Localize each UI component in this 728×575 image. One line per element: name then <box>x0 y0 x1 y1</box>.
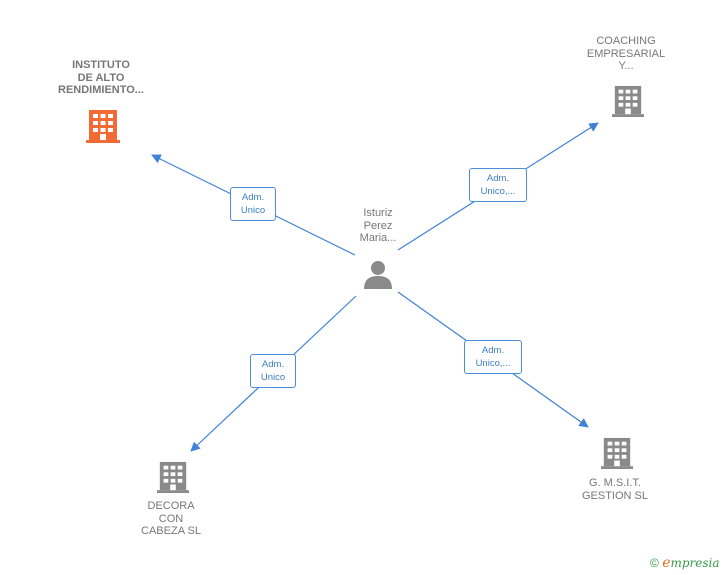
relation-1-line-1: Adm. <box>486 173 510 184</box>
center-person-label[interactable]: Isturiz Perez Maria... <box>338 207 418 245</box>
company-2-line-2: CON <box>158 512 184 525</box>
company-2-line-3: CABEZA SL <box>141 525 201 537</box>
relation-label-gmsit[interactable]: Adm. Unico,... <box>464 340 522 374</box>
center-label-line-3: Maria... <box>359 232 397 244</box>
company-0-line-1: INSTITUTO <box>72 59 130 71</box>
company-label-gmsit[interactable]: G. M.S.I.T. GESTION SL <box>555 477 675 502</box>
relation-2-line-2: Unico <box>260 372 286 383</box>
brand-name: mpresia <box>670 556 720 570</box>
building-icon[interactable] <box>86 108 120 144</box>
relation-label-coaching[interactable]: Adm. Unico,... <box>469 168 527 202</box>
company-label-instituto[interactable]: INSTITUTO DE ALTO RENDIMIENTO... <box>41 59 161 97</box>
company-1-line-2: EMPRESARIAL <box>586 47 666 60</box>
building-icon[interactable] <box>612 84 644 118</box>
relation-1-line-2: Unico,... <box>480 186 516 197</box>
company-label-coaching[interactable]: COACHING EMPRESARIAL Y... <box>566 35 686 73</box>
relation-label-decora[interactable]: Adm. Unico <box>250 354 296 388</box>
company-0-line-3: RENDIMIENTO... <box>58 84 144 96</box>
relation-0-line-1: Adm. <box>241 192 265 203</box>
person-icon[interactable] <box>362 258 394 290</box>
relation-3-line-1: Adm. <box>481 345 505 356</box>
center-label-line-2: Perez <box>363 219 393 232</box>
center-label-line-1: Isturiz <box>363 207 393 219</box>
company-3-line-2: GESTION SL <box>581 489 649 502</box>
relation-0-line-2: Unico <box>240 205 266 216</box>
relation-label-instituto[interactable]: Adm. Unico <box>230 187 276 221</box>
company-1-line-3: Y... <box>618 60 634 72</box>
company-2-line-1: DECORA <box>147 500 195 512</box>
brand-footer[interactable]: © empresia <box>650 555 720 571</box>
relation-3-line-2: Unico,... <box>475 358 511 369</box>
relation-2-line-1: Adm. <box>261 359 285 370</box>
company-0-line-2: DE ALTO <box>77 71 125 84</box>
company-1-line-1: COACHING <box>596 35 656 47</box>
building-icon[interactable] <box>601 436 633 470</box>
brand-initial: e <box>662 555 671 571</box>
company-3-line-1: G. M.S.I.T. <box>589 477 641 489</box>
copyright-icon: © <box>650 556 659 570</box>
company-label-decora[interactable]: DECORA CON CABEZA SL <box>111 500 231 538</box>
building-icon[interactable] <box>157 460 189 494</box>
